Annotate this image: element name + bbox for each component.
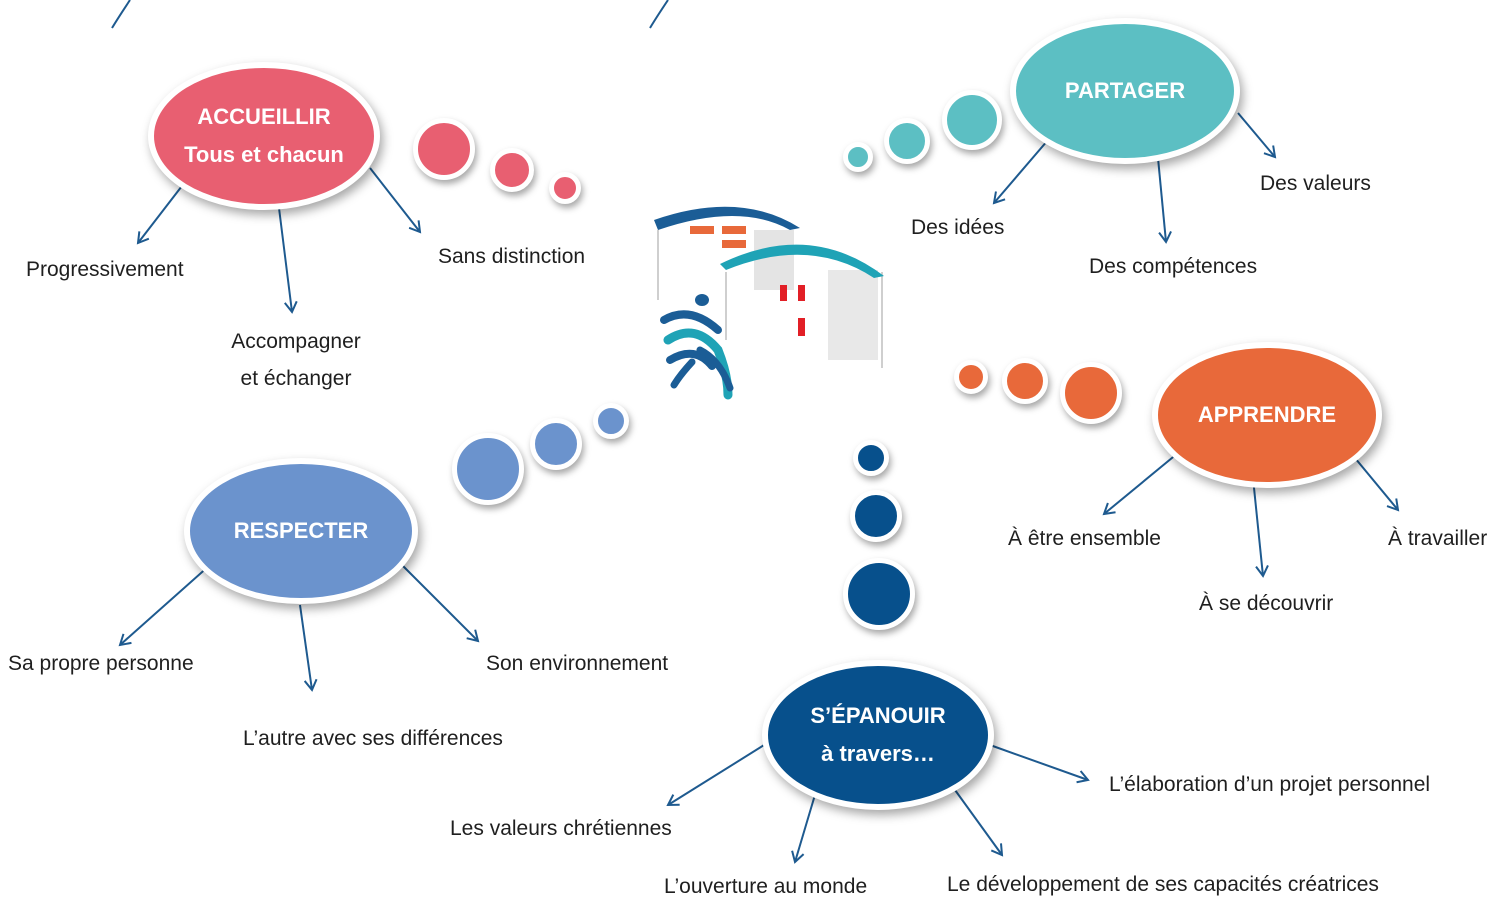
bubble-dot-epanouir-large — [843, 558, 915, 630]
label-projet-personnel: L’élaboration d’un projet personnel — [1109, 773, 1431, 796]
arrow-des-competences — [1157, 157, 1172, 244]
label-accompagner: Accompagner — [231, 330, 361, 353]
label-progressivement: Progressivement — [26, 258, 184, 281]
label-autre-differences: L’autre avec ses différences — [243, 727, 503, 750]
script-flourish-decoration — [111, 0, 669, 29]
label-sans-distinction: Sans distinction — [438, 245, 586, 268]
school-building-logo-icon — [654, 206, 884, 400]
hub-apprendre: APPRENDRE — [1152, 342, 1382, 488]
arrow-etre-ensemble — [1102, 452, 1179, 516]
arrow-projet-personnel — [989, 744, 1090, 784]
bubble-dot-apprendre-large — [1060, 362, 1122, 424]
arrow-progressivement — [136, 181, 186, 245]
bubble-dot-apprendre-small — [954, 360, 988, 394]
label-a-etre-ensemble: À être ensemble — [1008, 527, 1161, 550]
label-ouverture-monde: L’ouverture au monde — [664, 875, 868, 898]
hub-respecter-title: RESPECTER — [233, 518, 369, 543]
label-son-environnement: Son environnement — [486, 652, 669, 675]
arrow-des-idees — [992, 139, 1049, 205]
bubble-dot-respecter-large — [452, 433, 524, 505]
bubble-dot-accueillir-small — [549, 172, 581, 204]
arrow-sans-distinction — [369, 167, 422, 234]
bubble-dot-accueillir-medium — [490, 148, 534, 192]
hub-accueillir-subtitle: Tous et chacun — [184, 142, 344, 167]
hub-epanouir: S’ÉPANOUIR à travers… — [762, 660, 994, 810]
label-capacites-creatrices: Le développement de ses capacités créatr… — [947, 873, 1379, 896]
arrow-capacites-creatrices — [954, 789, 1004, 857]
bubble-dot-epanouir-medium — [850, 490, 902, 542]
hub-respecter: RESPECTER — [184, 458, 418, 604]
bubble-dot-partager-medium — [884, 118, 930, 164]
arrow-accompagner — [278, 207, 298, 314]
hub-partager-title: PARTAGER — [1064, 78, 1186, 103]
arrow-travailler — [1354, 457, 1400, 512]
bubble-dot-accueillir-large — [413, 118, 475, 180]
arrow-se-decouvrir — [1252, 477, 1269, 578]
bubble-dot-apprendre-medium — [1002, 358, 1048, 404]
hub-epanouir-title: S’ÉPANOUIR — [810, 703, 946, 728]
arrow-autre-differences — [299, 604, 318, 692]
arrow-son-environnement — [399, 562, 480, 643]
bubble-dot-partager-large — [942, 90, 1002, 150]
bubble-dot-epanouir-small — [853, 440, 889, 476]
label-et-echanger: et échanger — [240, 367, 352, 390]
bubble-dot-respecter-medium — [530, 418, 582, 470]
hub-partager: PARTAGER — [1010, 18, 1240, 164]
label-des-valeurs: Des valeurs — [1260, 172, 1371, 195]
label-a-travailler: À travailler — [1388, 527, 1488, 550]
label-des-competences: Des compétences — [1089, 255, 1258, 278]
arrow-sa-propre-personne — [118, 564, 211, 647]
hub-apprendre-title: APPRENDRE — [1197, 402, 1337, 427]
bubble-dot-partager-small — [843, 142, 873, 172]
hub-accueillir-title: ACCUEILLIR — [197, 104, 331, 129]
label-a-se-decouvrir: À se découvrir — [1199, 592, 1334, 615]
label-sa-propre-personne: Sa propre personne — [8, 652, 194, 675]
hub-accueillir: ACCUEILLIR Tous et chacun — [148, 62, 380, 210]
hub-epanouir-subtitle: à travers… — [821, 741, 935, 766]
label-des-idees: Des idées — [911, 216, 1005, 239]
arrow-des-valeurs — [1237, 112, 1277, 159]
label-valeurs-chretiennes: Les valeurs chrétiennes — [450, 817, 672, 840]
bubble-dot-respecter-small — [593, 403, 629, 439]
